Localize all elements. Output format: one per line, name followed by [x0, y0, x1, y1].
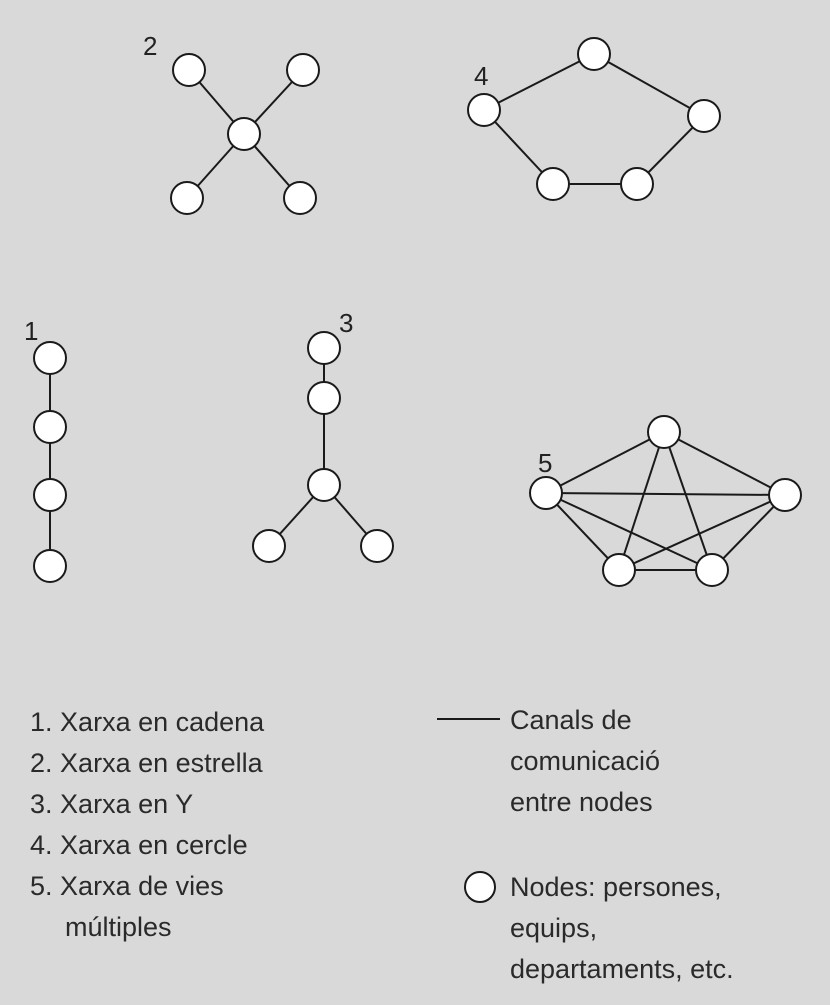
network-3-node [307, 468, 341, 502]
node-legend: Nodes: persones, equips, departaments, e… [510, 867, 734, 990]
legend-item-1: 1. Xarxa en cadena [30, 707, 265, 737]
line-legend-text: Canals de [510, 705, 632, 735]
node-legend-text: departaments, etc. [510, 954, 734, 984]
node-legend-text: Nodes: persones, [510, 872, 722, 902]
node-legend-text: equips, [510, 913, 598, 943]
legend-text: Xarxa en estrella [60, 748, 263, 778]
network-5-label: 5 [538, 448, 552, 478]
legend-number: 5 [30, 871, 46, 901]
legend-text: Xarxa de vies [60, 871, 224, 901]
legend-node-icon [464, 871, 496, 903]
network-4-channel [593, 53, 705, 117]
network-2-label: 2 [143, 31, 157, 61]
network-3-label: 3 [339, 308, 353, 338]
network-3-node [307, 381, 341, 415]
legend-text: Xarxa en Y [60, 789, 194, 819]
network-1-node [33, 478, 67, 512]
network-2-node [172, 53, 206, 87]
network-3-node [252, 529, 286, 563]
legend-number: 3 [30, 789, 46, 819]
line-legend: Canals de comunicació entre nodes [510, 700, 660, 823]
legend-item-3: 3. Xarxa en Y [30, 789, 194, 819]
network-1-label: 1 [24, 316, 38, 346]
line-legend-text: entre nodes [510, 787, 653, 817]
network-4-node [536, 167, 570, 201]
network-5-node [647, 415, 681, 449]
network-2-node [286, 53, 320, 87]
legend-number: 2 [30, 748, 46, 778]
network-5-channel [545, 492, 786, 496]
network-5-channel [663, 431, 786, 496]
network-5-channel [545, 431, 665, 494]
network-2-node [227, 117, 261, 151]
line-legend-text: comunicació [510, 746, 661, 776]
network-5-channel [618, 431, 665, 571]
network-5-channel [711, 494, 786, 571]
network-2-node [170, 181, 204, 215]
legend-item-5-cont: múltiples [65, 912, 172, 942]
network-4-node [467, 93, 501, 127]
legend-item-5: 5. Xarxa de vies [30, 871, 224, 901]
legend-item-2: 2. Xarxa en estrella [30, 748, 263, 778]
network-4-node [620, 167, 654, 201]
network-5-channel [545, 492, 620, 571]
legend-text: Xarxa en cercle [60, 830, 248, 860]
network-1-node [33, 410, 67, 444]
network-3-node [360, 529, 394, 563]
network-4-node [687, 99, 721, 133]
network-5-channel [545, 492, 713, 571]
legend-item-4: 4. Xarxa en cercle [30, 830, 248, 860]
legend-number: 4 [30, 830, 46, 860]
network-5-channel [663, 431, 713, 571]
network-legend: 1. Xarxa en cadena 2. Xarxa en estrella … [30, 702, 264, 948]
network-5-node [602, 553, 636, 587]
network-5-node [768, 478, 802, 512]
network-2-node [283, 181, 317, 215]
network-5-node [529, 476, 563, 510]
legend-number: 1 [30, 707, 46, 737]
network-5-node [695, 553, 729, 587]
network-4-label: 4 [474, 61, 488, 91]
network-4-channel [483, 53, 595, 111]
network-1-node [33, 549, 67, 583]
network-1-node [33, 341, 67, 375]
network-4-node [577, 37, 611, 71]
network-5-channel [618, 494, 786, 571]
network-3-node [307, 331, 341, 365]
legend-text: Xarxa en cadena [60, 707, 265, 737]
